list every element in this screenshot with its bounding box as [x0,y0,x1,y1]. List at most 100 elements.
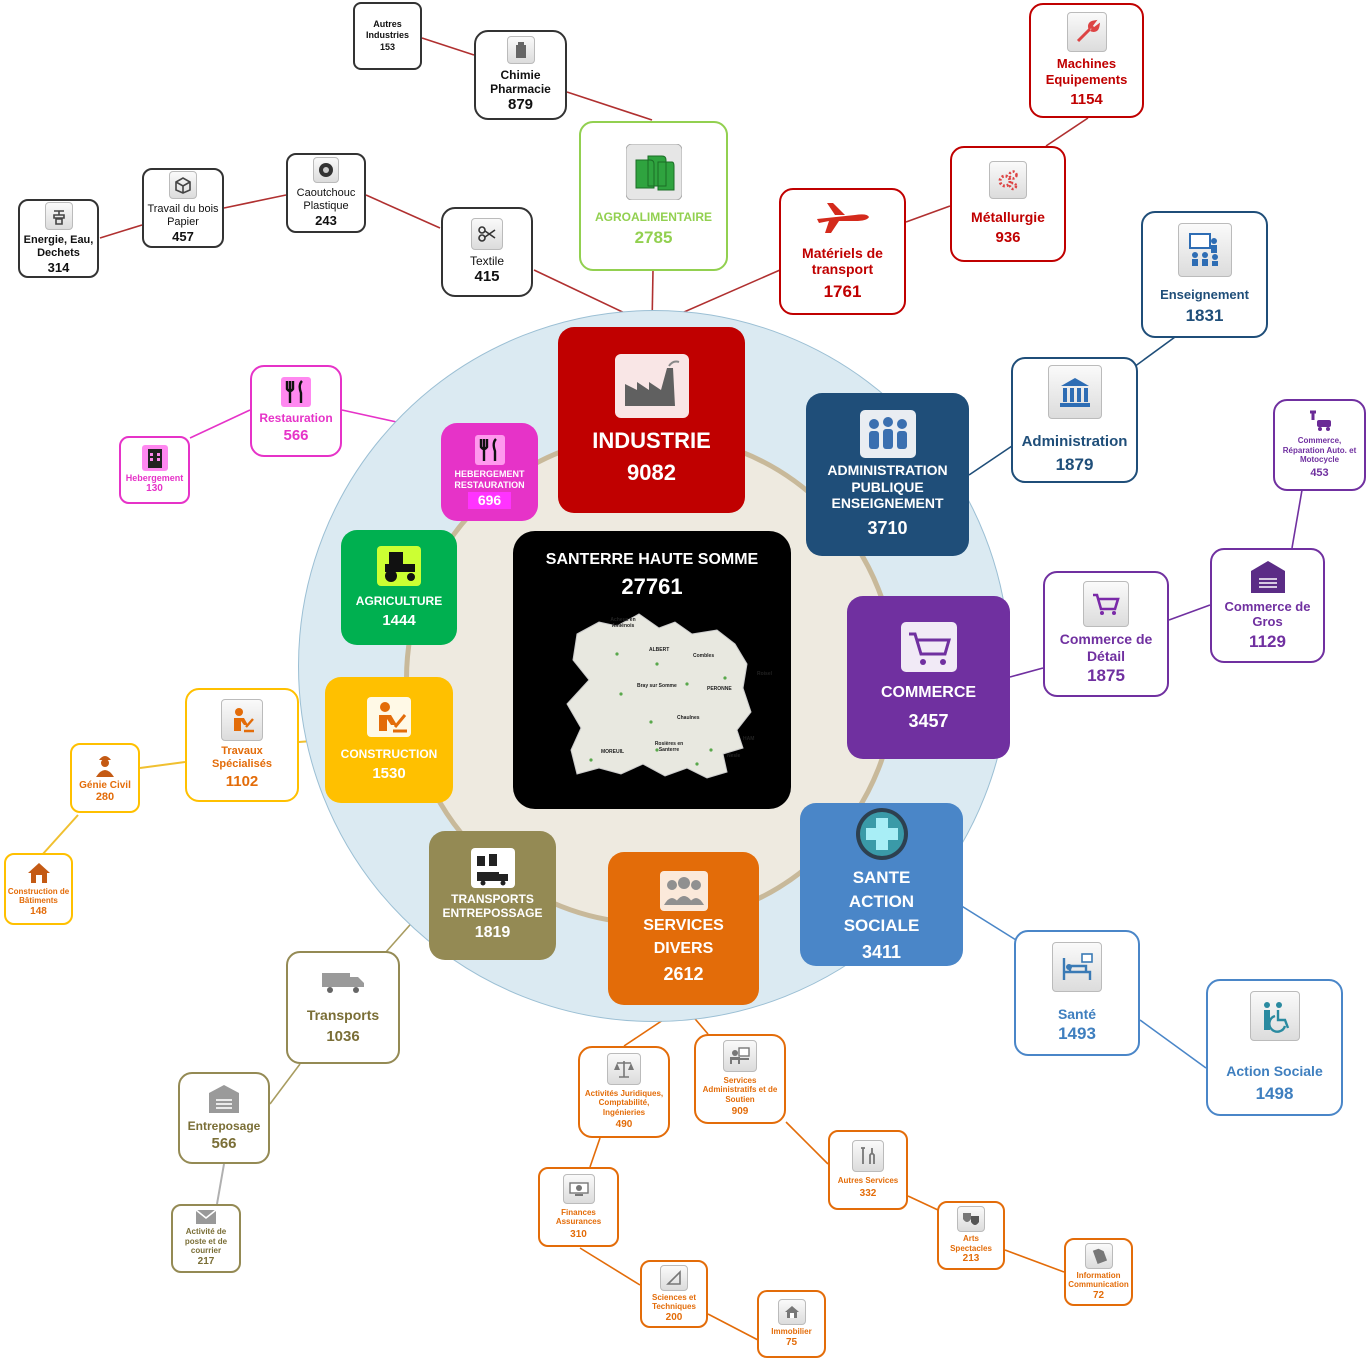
sub-value: 153 [379,42,396,53]
sub-value: 130 [146,483,163,495]
theatre-masks-icon [957,1206,985,1233]
cutlery-icon [281,377,311,408]
sub-label: Finances Assurances [555,1207,602,1227]
sub-commerce-detail[interactable]: Commerce de Détail 1875 [1043,571,1169,697]
center-title: SANTERRE HAUTE SOMME [545,551,759,568]
town-label: Chaulnes [677,714,700,721]
sub-action-sociale[interactable]: Action Sociale 1498 [1206,979,1343,1116]
wheelchair-icon [1249,991,1300,1042]
sector-industrie[interactable]: INDUSTRIE 9082 [558,327,745,513]
sector-label: HEBERGEMENT RESTAURATION [454,469,525,490]
airplane-icon [815,201,871,235]
town-label: Combles [693,652,715,659]
sub-sciences-techniques[interactable]: Sciences et Techniques 200 [640,1260,708,1328]
box-icon [169,171,197,200]
sector-value: 3411 [861,941,902,962]
sub-label: Action Sociale [1226,1063,1323,1080]
sub-label: Transports [306,1007,380,1024]
sub-poste-courrier[interactable]: Activité de poste et de courrier 217 [171,1204,241,1273]
sub-value: 457 [172,229,194,245]
sub-value: 566 [283,427,309,445]
sub-chimie-pharmacie[interactable]: Chimie Pharmacie 879 [474,30,567,120]
warehouse-icon [1249,559,1287,595]
sub-value: 1102 [225,773,259,791]
sub-caoutchouc-plastique[interactable]: Caoutchouc Plastique 243 [286,153,366,233]
sub-sante[interactable]: Santé 1493 [1014,930,1140,1056]
sector-label: ADMINISTRATION PUBLIQUE ENSEIGNEMENT [827,462,948,512]
town-label: Roisel [757,670,773,677]
sub-services-administratifs[interactable]: Services Administratifs et de Soutien 90… [694,1034,786,1124]
sector-construction[interactable]: CONSTRUCTION 1530 [325,677,453,803]
scales-icon [607,1052,641,1085]
sub-enseignement[interactable]: Enseignement 1831 [1141,211,1268,338]
sub-immobilier[interactable]: Immobilier 75 [757,1290,826,1358]
cart-icon [900,622,957,673]
town-label: ALBERT [649,646,670,653]
sub-value: 75 [785,1336,798,1348]
territory-map: Acheux en Amiénois ALBERT Combles Bray s… [547,604,772,794]
sub-textile[interactable]: Textile 415 [441,207,533,297]
sub-information-communication[interactable]: Information Communication 72 [1064,1238,1133,1306]
sector-hebergement[interactable]: HEBERGEMENT RESTAURATION 696 [441,423,538,521]
sub-value: 314 [47,259,70,275]
sub-hebergement[interactable]: Hebergement 130 [119,436,190,504]
tap-icon [44,201,73,230]
sub-label: Caoutchouc Plastique [296,187,356,213]
sub-label: Commerce de Détail [1059,631,1153,664]
sector-value: 1819 [474,924,511,942]
sector-administration[interactable]: ADMINISTRATION PUBLIQUE ENSEIGNEMENT 371… [806,393,969,556]
sub-administration[interactable]: Administration 1879 [1011,357,1138,483]
sector-commerce[interactable]: COMMERCE 3457 [847,596,1010,759]
warehouse-icon [207,1083,241,1115]
sub-entreposage[interactable]: Entreposage 566 [178,1072,270,1164]
town-label: HAM [743,735,755,742]
town-label: Bray sur Somme [637,682,677,689]
sub-travaux-specialises[interactable]: Travaux Spécialisés 1102 [185,688,299,802]
sub-autres-services[interactable]: Autres Services 332 [828,1130,908,1210]
house-icon [777,1299,806,1326]
sub-machines-equipements[interactable]: Machines Equipements 1154 [1029,3,1144,118]
sub-value: 310 [570,1228,587,1240]
sector-agriculture[interactable]: AGRICULTURE 1444 [341,530,457,645]
sub-commerce-gros[interactable]: Commerce de Gros 1129 [1210,548,1325,663]
sub-restauration[interactable]: Restauration 566 [250,365,342,457]
office-icon [723,1039,757,1072]
sub-value: 148 [30,905,47,917]
sub-value: 1154 [1070,90,1103,108]
sub-agroalimentaire[interactable]: AGROALIMENTAIRE 2785 [579,121,728,271]
sub-label: Sciences et Techniques [651,1292,697,1312]
sector-label: SERVICES DIVERS [643,917,724,957]
sub-value: 213 [962,1253,980,1265]
sub-arts-spectacles[interactable]: Arts Spectacles 213 [937,1201,1005,1270]
sub-genie-civil[interactable]: Génie Civil 280 [70,743,140,813]
sub-value: 243 [315,213,337,229]
sub-label: Restauration [259,411,333,426]
sub-commerce-reparation-auto[interactable]: Commerce, Réparation Auto. et Motocycle … [1273,399,1366,491]
sub-metallurgie[interactable]: Métallurgie 936 [950,146,1066,262]
sub-travail-bois-papier[interactable]: Travail du bois Papier 457 [142,168,224,248]
sub-construction-batiments[interactable]: Construction de Bâtiments 148 [4,853,73,925]
sub-label: Construction de Bâtiments [7,886,70,906]
sub-transports[interactable]: Transports 1036 [286,951,400,1064]
sub-energie-eau-dechets[interactable]: Energie, Eau, Dechets 314 [18,199,99,278]
cart-icon [1083,581,1129,628]
sector-label: SANTE ACTION SOCIALE [843,868,920,935]
sector-transports[interactable]: TRANSPORTS ENTREPOSSAGE 1819 [429,831,556,960]
sub-autres-industries[interactable]: Autres Industries 153 [353,2,422,70]
sector-services[interactable]: SERVICES DIVERS 2612 [608,852,759,1005]
house-icon [26,861,52,885]
sub-label: Hebergement [125,472,184,483]
sub-value: 332 [859,1187,877,1199]
sub-finances-assurances[interactable]: Finances Assurances 310 [538,1167,619,1247]
sector-sante[interactable]: SANTE ACTION SOCIALE 3411 [800,803,963,966]
money-icon [562,1173,595,1204]
sub-label: Travail du bois Papier [147,203,219,229]
medical-cross-icon [854,806,910,862]
sub-materiels-transport[interactable]: Matériels de transport 1761 [779,188,906,315]
sector-value: 1444 [382,611,416,629]
sub-activites-juridiques[interactable]: Activités Juridiques, Comptabilité, Ingé… [578,1046,670,1138]
sub-value: 1493 [1058,1024,1096,1044]
sub-label: Santé [1057,1005,1097,1022]
sector-value: 3457 [908,711,949,732]
